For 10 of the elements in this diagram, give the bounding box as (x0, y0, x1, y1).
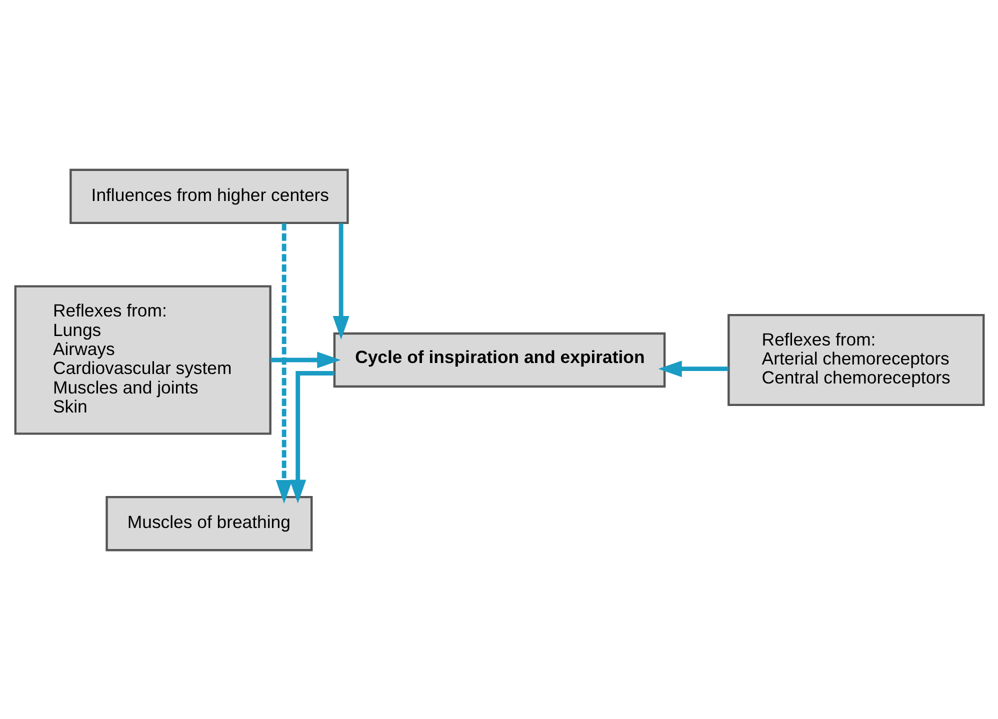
node-box: Muscles of breathing (105, 495, 312, 551)
node-box: Cycle of inspiration and expiration (332, 332, 666, 388)
node-box: Reflexes from: Lungs Airways Cardiovascular system Muscles and joints Skin (14, 284, 271, 434)
arrow (332, 222, 349, 340)
arrow (658, 360, 728, 377)
arrow (270, 351, 340, 368)
node-box: Influences from higher centers (69, 168, 348, 224)
node-box: Reflexes from: Arterial chemoreceptors Central chemoreceptors (727, 313, 984, 406)
arrow (275, 222, 292, 504)
arrow (289, 370, 334, 503)
